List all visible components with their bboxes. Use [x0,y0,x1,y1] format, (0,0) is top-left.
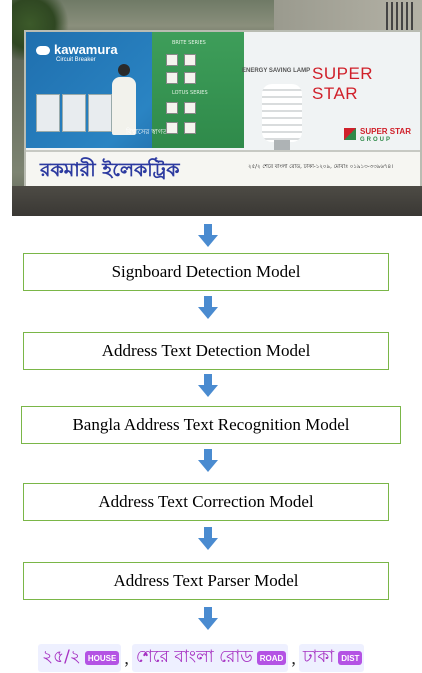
switch-icon [184,54,196,66]
entity-tag-badge: HOUSE [84,651,120,665]
brand-superstar-logo: SUPER STAR [312,64,374,103]
parsed-token-road: শেরে বাংলা রোড ROAD [131,644,289,672]
stage-label: Signboard Detection Model [111,262,301,281]
window-bars [386,2,416,32]
switch-icon [166,122,178,134]
switch-icon [184,102,196,114]
entity-tag-badge: ROAD [256,651,287,665]
token-text: শেরে বাংলা রোড [135,647,253,667]
stage-label: Address Text Detection Model [101,341,311,360]
stage-address-text-detection: Address Text Detection Model [23,332,389,370]
parsed-token-house: ২৫/২ HOUSE [38,644,122,672]
stage-label: Address Text Correction Model [98,492,314,511]
token-text: ঢাকা [302,647,335,667]
superstar-group-icon [344,128,356,140]
brand-superstar-group: SUPER STAR GROUP [360,127,411,144]
series-label: BRITE SERIES [172,40,206,46]
token-text: ২৫/২ [42,647,81,667]
switch-icon [184,72,196,84]
stage-bangla-text-recognition: Bangla Address Text Recognition Model [21,406,401,444]
breaker-icon [36,94,60,132]
model-figure [110,64,138,136]
stage-label: Address Text Parser Model [113,571,299,590]
down-arrow-icon [198,449,218,473]
tagline-bangla: বিশ্বাসের স্বাগতম [126,128,172,136]
brand-kawamura-logo: kawamura Circuit Breaker [36,42,118,63]
stage-label: Bangla Address Text Recognition Model [72,415,350,434]
down-arrow-icon [198,296,218,320]
down-arrow-icon [198,527,218,551]
parsed-token-district: ঢাকা DIST [298,644,365,672]
series-label: LOTUS SERIES [172,90,208,96]
shop-address: ২৫/২ শেরে বাংলা রোড, ঢাকা-১২০৯, মোবাঃ ০১… [248,164,394,170]
token-separator: , [291,647,296,668]
entity-tag-badge: DIST [338,651,363,665]
kawamura-mark-icon [36,46,50,56]
breaker-icon [62,94,86,132]
energy-saving-bulb-icon [262,84,302,142]
switch-icon [184,122,196,134]
switch-icon [166,72,178,84]
lamp-label: ENERGY SAVING LAMP [242,68,311,74]
street-ground [12,186,422,216]
shop-name: রকমারী ইলেকট্রিক [40,159,180,181]
parsed-address-output: ২৫/২ HOUSE , শেরে বাংলা রোড ROAD , ঢাকা … [38,644,365,672]
signboard-photo: kawamura Circuit Breaker বিশ্বাসের স্বাগ… [12,0,422,216]
breaker-icon [88,94,112,132]
token-separator: , [124,647,129,668]
signboard-name-strip [26,150,420,186]
down-arrow-icon [198,374,218,398]
shop-signboard: kawamura Circuit Breaker বিশ্বাসের স্বাগ… [26,32,420,192]
bulb-base-icon [274,140,290,150]
down-arrow-icon [198,224,218,248]
stage-address-text-parser: Address Text Parser Model [23,562,389,600]
stage-signboard-detection: Signboard Detection Model [23,253,389,291]
switch-icon [166,54,178,66]
switch-icon [166,102,178,114]
stage-address-text-correction: Address Text Correction Model [23,483,389,521]
down-arrow-icon [198,607,218,631]
